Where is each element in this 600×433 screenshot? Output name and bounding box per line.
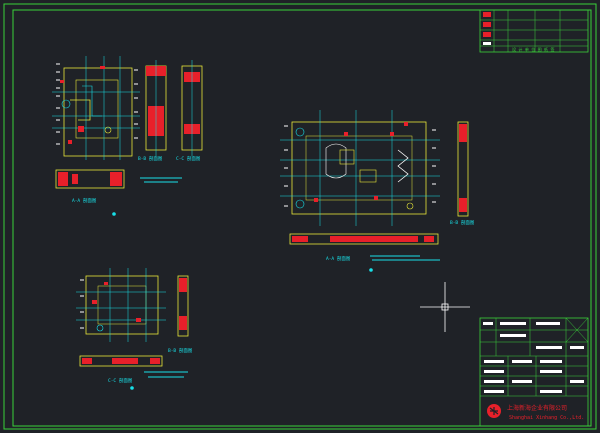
title-block: 上海新海企业有限公司 Shanghai Xinhang Co.,Ltd. xyxy=(479,317,589,427)
company-logo-icon xyxy=(487,404,501,418)
section-bb-right: B-B 剖面图 xyxy=(450,121,475,226)
plan-view-lower-left xyxy=(76,268,166,342)
label-bb-left: B-B 剖面图 xyxy=(138,155,163,162)
company-name-en: Shanghai Xinhang Co.,Ltd. xyxy=(509,415,584,421)
section-bb-bottom: B-B 剖面图 xyxy=(168,275,193,354)
section-cc-bottom: C-C 剖面图 xyxy=(79,355,188,390)
revision-table: 设 计 单 位 图 纸 签 xyxy=(479,9,589,53)
section-bb-left: B-B 剖面图 xyxy=(138,60,167,162)
label-cc-left: C-C 剖面图 xyxy=(176,155,201,162)
section-cc-left: C-C 剖面图 xyxy=(176,60,203,162)
label-bb-bottom: B-B 剖面图 xyxy=(168,347,193,354)
inner-frame xyxy=(12,9,592,427)
revision-table-header: 设 计 单 位 图 纸 签 xyxy=(512,46,554,52)
crosshair-cursor-icon xyxy=(420,282,470,332)
section-aa-right: A-A 剖面图 xyxy=(289,233,440,272)
company-name-cn: 上海新海企业有限公司 xyxy=(507,404,567,412)
plan-view-right xyxy=(280,110,440,226)
plan-view-upper-left xyxy=(52,56,140,160)
label-cc-bottom: C-C 剖面图 xyxy=(108,377,133,384)
section-aa-left: A-A 剖面图 xyxy=(55,169,182,216)
outer-frame xyxy=(3,3,597,430)
label-aa-left: A-A 剖面图 xyxy=(72,197,97,204)
label-bb-right: B-B 剖面图 xyxy=(450,219,475,226)
label-aa-right: A-A 剖面图 xyxy=(326,255,351,262)
